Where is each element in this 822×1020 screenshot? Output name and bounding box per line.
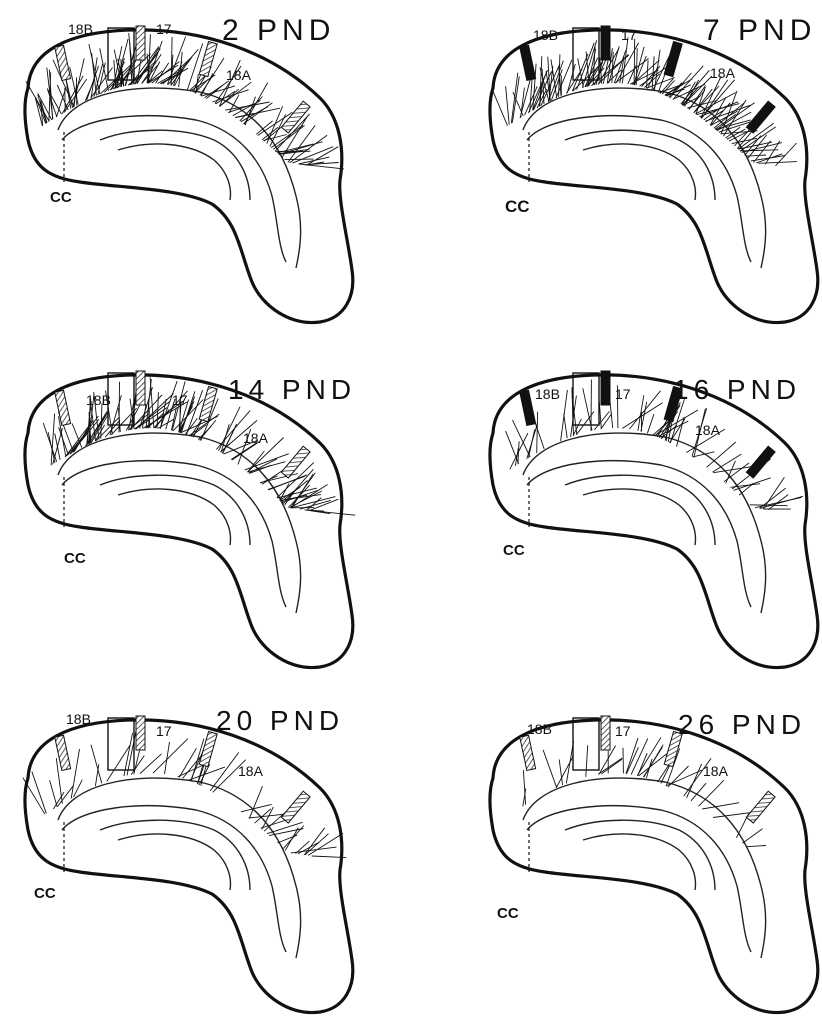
area-18b-label: 18B	[86, 392, 111, 408]
area-18a-label: 18A	[703, 763, 729, 779]
panel-title: 14 PND	[228, 374, 356, 405]
corpus-callosum-label: CC	[497, 905, 519, 922]
area-boundary-marker	[136, 26, 145, 60]
panel-title: 7 PND	[703, 14, 816, 47]
area-18b-label: 18B	[66, 711, 91, 727]
corpus-callosum-label: CC	[34, 885, 56, 902]
panel-title: 20 PND	[216, 705, 344, 736]
panel-title: 16 PND	[673, 374, 801, 405]
area-18a-label: 18A	[226, 67, 252, 83]
area-18a-label: 18A	[710, 65, 736, 81]
area-boundary-marker	[601, 716, 610, 750]
hemisphere-outline	[490, 375, 818, 668]
callosal-fiber	[285, 159, 314, 160]
area-17-label: 17	[621, 27, 637, 43]
panel-26-pnd: 26 PND 18B 17 18A CC	[490, 709, 818, 1013]
panel-2-pnd: 2 PND 18B 17 18A CC	[25, 14, 353, 323]
hemisphere-outline	[25, 720, 353, 1013]
area-18b-label: 18B	[533, 27, 558, 43]
area-18b-label: 18B	[535, 386, 560, 402]
callosal-fiber	[634, 39, 635, 85]
area-18a-label: 18A	[695, 422, 721, 438]
area-17-label: 17	[172, 392, 188, 408]
area-17-label: 17	[156, 21, 172, 37]
area-18b-label: 18B	[68, 21, 93, 37]
panel-14-pnd: 14 PND 18B 17 18A CC	[25, 371, 356, 668]
panel-title: 2 PND	[222, 14, 335, 47]
corpus-callosum-label: CC	[64, 550, 86, 567]
corpus-callosum-label: CC	[505, 197, 530, 216]
panel-title: 26 PND	[678, 709, 806, 740]
area-boundary-marker	[601, 371, 610, 405]
area-18a-label: 18A	[243, 430, 269, 446]
area-17-label: 17	[615, 386, 631, 402]
area-18b-label: 18B	[527, 721, 552, 737]
area-boundary-marker	[136, 371, 145, 405]
area-18a-label: 18A	[238, 763, 264, 779]
area-17-label: 17	[156, 723, 172, 739]
area-boundary-marker	[601, 26, 610, 60]
area-17-label: 17	[615, 723, 631, 739]
hemisphere-outline	[490, 30, 818, 323]
panel-7-pnd: 7 PND 18B 17 18A CC	[490, 14, 818, 323]
hemisphere-outline	[25, 30, 353, 323]
corpus-callosum-label: CC	[50, 189, 72, 206]
corpus-callosum-label: CC	[503, 542, 525, 559]
panel-16-pnd: 16 PND 18B 17 18A CC	[490, 371, 818, 668]
area-boundary-marker	[136, 716, 145, 750]
hemisphere-outline	[25, 375, 353, 668]
panel-20-pnd: 20 PND 18B 17 18A CC	[23, 705, 353, 1013]
